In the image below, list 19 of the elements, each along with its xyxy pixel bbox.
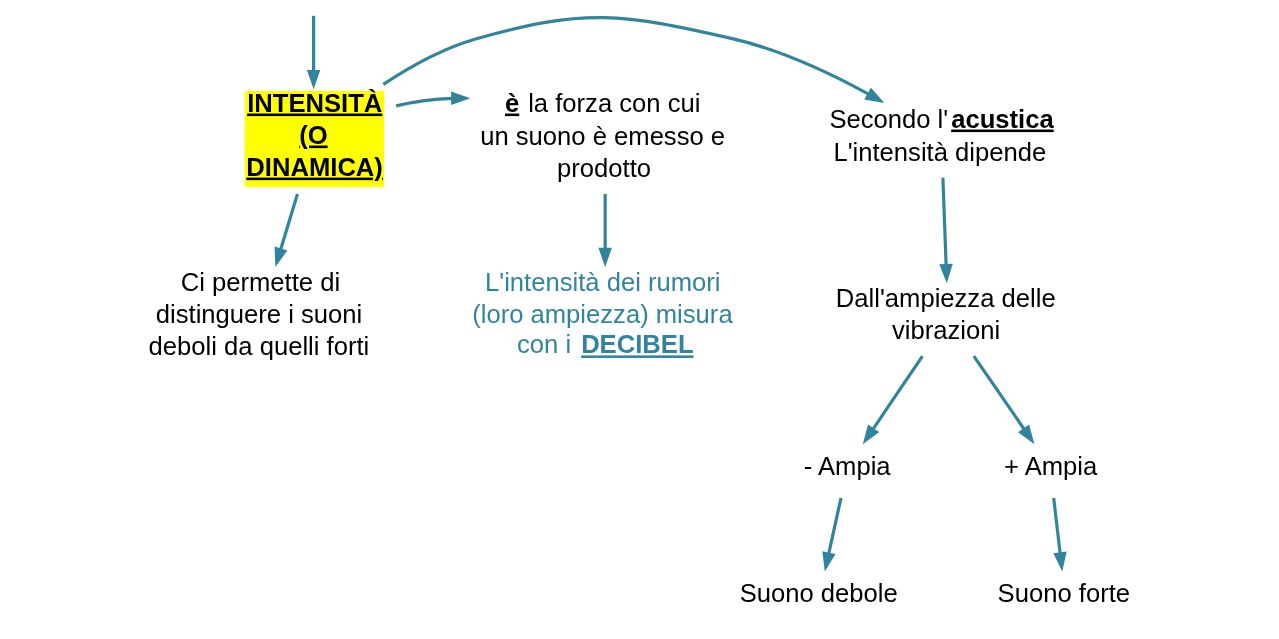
node-text: L'intensità dei rumori (loro ampiezza) misura con i DECIBEL	[471, 267, 733, 359]
arrow	[938, 177, 953, 284]
node-text: - Ampia	[803, 452, 891, 481]
arrow	[395, 91, 470, 108]
node-text: Suono debole	[739, 578, 898, 607]
arrow	[821, 497, 843, 572]
node-text: + Ampia	[1003, 452, 1097, 481]
arrow	[1051, 497, 1067, 572]
node-text: è la forza con cui un suono è emesso e prodotto	[479, 88, 725, 183]
arrow	[381, 16, 884, 103]
arrow	[972, 355, 1034, 445]
node-text: Ci permette di distinguere i suoni deboli da quelli forti	[148, 267, 369, 360]
arrow	[306, 15, 320, 90]
node-text: Secondo l'acustica L'intensità dipende	[828, 104, 1054, 167]
arrow	[862, 355, 924, 445]
arrow	[597, 194, 612, 268]
arrow	[274, 193, 299, 267]
node-text: Dall'ampiezza delle vibrazioni	[835, 283, 1056, 344]
node-text: Suono forte	[997, 578, 1130, 607]
